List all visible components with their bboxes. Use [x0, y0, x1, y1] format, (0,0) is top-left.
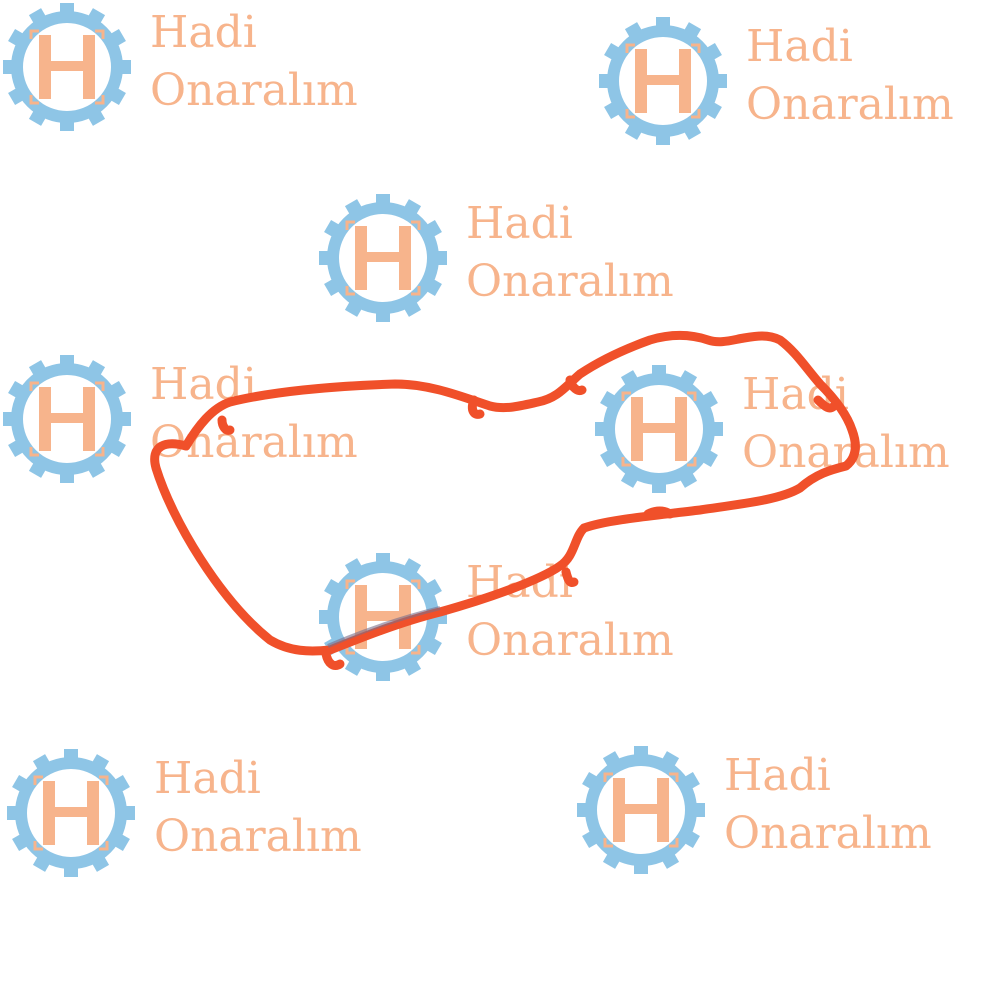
- gear-h-logo-icon: [577, 746, 705, 874]
- gear-h-logo-icon: [3, 355, 131, 483]
- watermark: Hadi Onaralım: [598, 16, 998, 151]
- gasket-tab: [321, 649, 345, 670]
- gasket-outer-loop: [150, 331, 860, 656]
- watermark-line1: Hadi: [154, 753, 261, 804]
- gasket-tab: [643, 506, 675, 519]
- gasket-tab: [467, 395, 485, 419]
- watermark-line1: Hadi: [466, 198, 573, 249]
- gasket-tab: [813, 395, 839, 413]
- watermark-line2: Onaralım: [746, 79, 954, 130]
- watermark: Hadi Onaralım: [2, 2, 402, 137]
- watermark-line2: Onaralım: [724, 808, 932, 859]
- gasket-tab: [561, 567, 579, 587]
- watermark: Hadi Onaralım: [318, 193, 718, 328]
- watermark-line1: Hadi: [724, 750, 831, 801]
- watermark-line2: Onaralım: [154, 811, 362, 862]
- watermark-line1: Hadi: [746, 21, 853, 72]
- gear-h-logo-icon: [7, 749, 135, 877]
- watermark-line2: Onaralım: [466, 615, 674, 666]
- gear-h-logo-icon: [3, 3, 131, 131]
- watermark-line1: Hadi: [150, 7, 257, 58]
- gasket-tab: [217, 415, 235, 435]
- gear-h-logo-icon: [595, 365, 723, 493]
- gear-h-logo-icon: [319, 194, 447, 322]
- gasket-tab: [565, 375, 587, 395]
- gear-h-logo-icon: [599, 17, 727, 145]
- watermark: Hadi Onaralım: [6, 748, 406, 883]
- watermark-line2: Onaralım: [150, 65, 358, 116]
- gasket-shadow: [327, 606, 441, 648]
- watermark: Hadi Onaralım: [576, 745, 976, 880]
- watermark-line2: Onaralım: [466, 256, 674, 307]
